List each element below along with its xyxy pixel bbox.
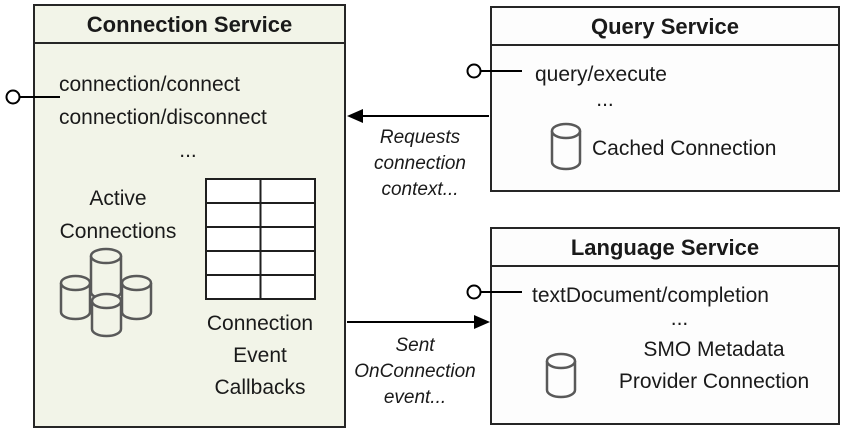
query-service-box: Query Service query/execute ... Cached C…: [490, 6, 840, 192]
active-connections-icon: [59, 247, 153, 338]
language-service-box: Language Service textDocument/completion…: [490, 227, 840, 425]
connection-service-box: Connection Service connection/connect co…: [33, 4, 346, 428]
cached-connection-icon: [550, 122, 582, 171]
requests-connection-arrow: [347, 109, 489, 123]
callbacks-table-icon: [205, 178, 316, 300]
smo-metadata-label: SMO Metadata Provider Connection: [618, 338, 810, 393]
language-methods-ellipsis: ...: [670, 307, 689, 330]
method-textdocument-completion: textDocument/completion: [532, 284, 769, 307]
connection-service-title: Connection Service: [35, 6, 344, 44]
active-connections-label: Active Connections: [59, 187, 177, 243]
cached-connection-label: Cached Connection: [592, 137, 777, 160]
sent-onconnection-event-label: Sent OnConnection event...: [354, 335, 476, 408]
language-service-title: Language Service: [492, 229, 838, 267]
smo-metadata-connection-icon: [545, 352, 577, 399]
query-service-title: Query Service: [492, 8, 838, 46]
connection-service-methods: connection/connect connection/disconnect…: [59, 68, 317, 167]
methods-ellipsis: ...: [179, 139, 197, 162]
sent-onconnection-arrow: [347, 315, 490, 329]
connection-event-callbacks-label: Connection Event Callbacks: [206, 312, 314, 399]
method-query-execute: query/execute: [535, 63, 667, 86]
query-methods-ellipsis: ...: [596, 88, 614, 111]
method-connection-disconnect: connection/disconnect: [59, 106, 267, 129]
method-connection-connect: connection/connect: [59, 73, 240, 96]
requests-connection-context-label: Requests connection context...: [374, 127, 466, 200]
